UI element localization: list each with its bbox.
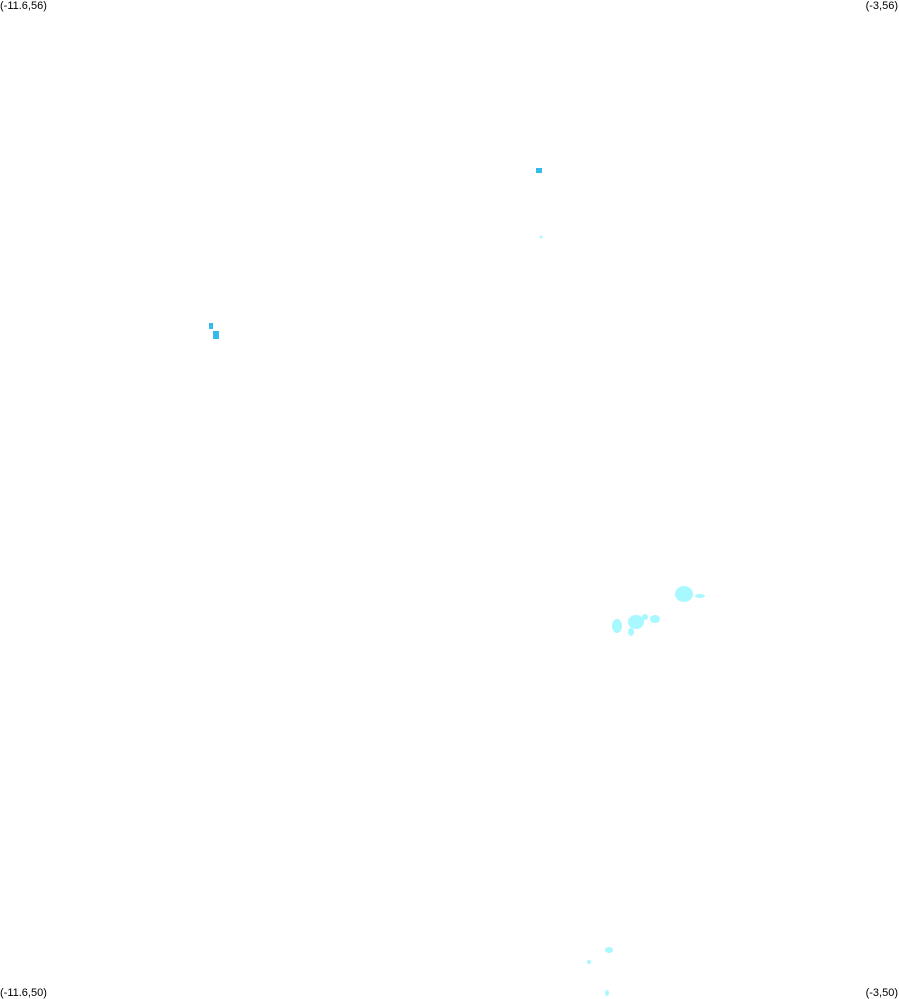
corner-label-bottom-right: (-3,50) [865,987,898,999]
corner-label-top-right: (-3,56) [865,0,898,12]
feature-patch-central-1 [675,586,693,602]
feature-patch-north-2 [539,235,543,239]
feature-patch-south-3 [605,990,609,996]
feature-patch-central-2 [695,594,705,598]
feature-patch-south-1 [605,947,613,953]
feature-patch-central-6 [650,615,660,623]
feature-patch-central-7 [628,628,634,636]
feature-patch-central-4 [628,615,644,629]
feature-patch-north-1 [536,168,542,173]
corner-label-bottom-left: (-11.6,50) [0,987,47,999]
feature-patch-south-2 [587,960,591,964]
feature-patch-west-1 [209,323,213,329]
feature-patch-central-3 [612,619,622,633]
corner-label-top-left: (-11.6,56) [0,0,47,12]
feature-patch-west-2 [213,331,219,339]
feature-patch-central-5 [642,614,648,620]
